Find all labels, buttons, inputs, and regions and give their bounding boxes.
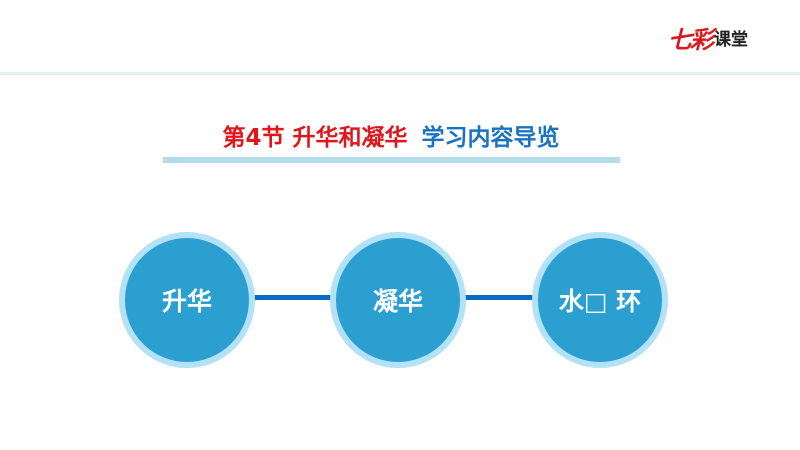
node-label: 水□ 环 <box>558 287 642 316</box>
node-label: 凝华 <box>372 287 423 316</box>
title-section: 第4节 升华和凝华 <box>222 125 408 151</box>
node-water-cycle[interactable]: 水□ 环 <box>532 232 668 368</box>
connector-1 <box>250 295 340 300</box>
title-underline <box>163 157 620 163</box>
page-title: 第4节 升华和凝华学习内容导览 <box>162 118 620 160</box>
node-sublimation[interactable]: 升华 <box>119 232 255 368</box>
logo: 七彩 课堂 <box>668 20 748 55</box>
connector-2 <box>460 295 540 300</box>
logo-brand: 七彩 <box>668 25 714 54</box>
header-divider <box>0 72 800 75</box>
node-label: 升华 <box>161 287 212 316</box>
title-subtitle: 学习内容导览 <box>421 125 560 151</box>
node-deposition[interactable]: 凝华 <box>330 232 466 368</box>
logo-text: 课堂 <box>714 30 748 50</box>
